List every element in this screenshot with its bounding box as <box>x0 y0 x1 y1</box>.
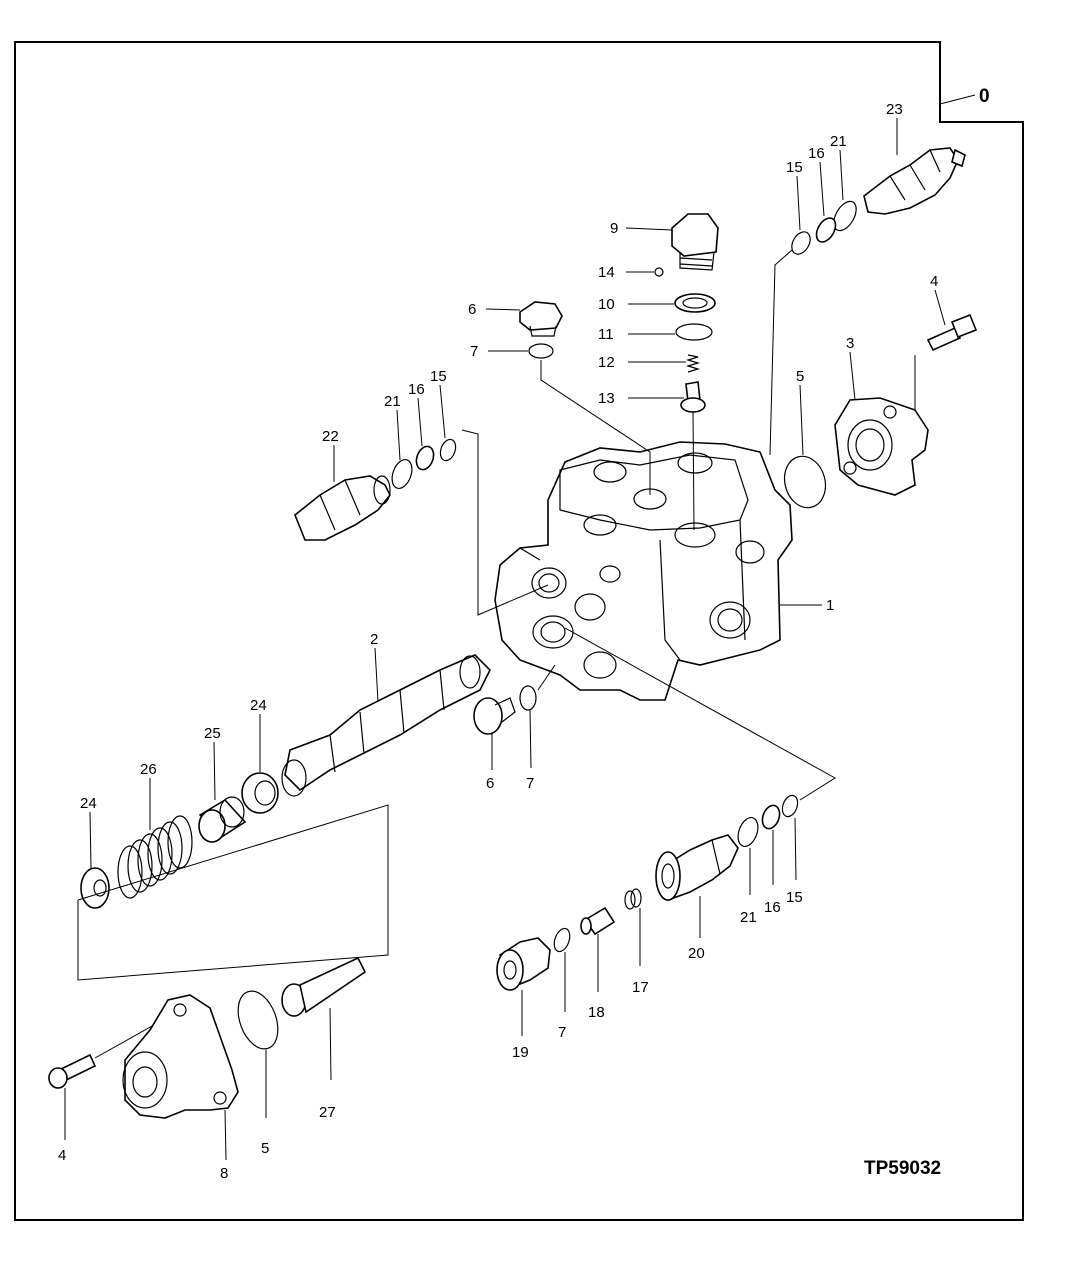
callout-16-top: 16 <box>808 145 825 162</box>
o-ring-11 <box>675 323 713 341</box>
callout-2: 2 <box>370 631 378 648</box>
backup-ring-16-lower <box>761 804 781 830</box>
bolt-27 <box>281 956 367 1017</box>
end-cap-8 <box>122 994 239 1119</box>
poppet-13 <box>680 381 706 413</box>
o-ring-5-bottom <box>237 990 279 1050</box>
callout-6-top: 6 <box>468 301 476 318</box>
sleeve-25 <box>198 796 247 843</box>
callout-4-top: 4 <box>930 273 938 290</box>
callout-7-bottom: 7 <box>558 1024 566 1041</box>
callout-18: 18 <box>588 1004 605 1021</box>
cap-screw-bottom <box>48 1053 97 1089</box>
spool <box>281 654 491 797</box>
callout-27: 27 <box>319 1104 336 1121</box>
o-ring-7-top <box>528 343 554 359</box>
o-ring-21-lower <box>737 816 759 848</box>
spring-seat-24-left <box>80 867 110 909</box>
plug-6-lower <box>473 697 516 735</box>
callout-8: 8 <box>220 1165 228 1182</box>
relief-valve-22 <box>294 475 391 541</box>
callout-4-bottom: 4 <box>58 1147 66 1164</box>
page-number: 0 <box>979 86 990 107</box>
callout-5-bottom: 5 <box>261 1140 269 1157</box>
backup-ring-16-left <box>415 445 435 471</box>
callout-22: 22 <box>322 428 339 445</box>
callout-25: 25 <box>204 725 221 742</box>
callout-7-lower: 7 <box>526 775 534 792</box>
o-ring-7-bottom <box>553 927 571 953</box>
plug-9 <box>671 213 719 271</box>
callout-24-left: 24 <box>80 795 97 812</box>
spring-12 <box>685 354 701 373</box>
callout-21-lower: 21 <box>740 909 757 926</box>
spring-seat-24-right <box>241 772 279 814</box>
spring-17 <box>624 888 642 910</box>
poppet-18 <box>580 906 616 936</box>
seal-10 <box>674 293 716 313</box>
o-ring-21-top <box>833 200 857 232</box>
diagram-frame <box>14 41 1024 1221</box>
callout-16-lower: 16 <box>764 899 781 916</box>
callout-7-top: 7 <box>470 343 478 360</box>
ball-14 <box>654 267 664 277</box>
callout-24-right: 24 <box>250 697 267 714</box>
callout-9: 9 <box>610 220 618 237</box>
callout-13: 13 <box>598 390 615 407</box>
o-ring-15-lower <box>781 794 799 818</box>
callout-19: 19 <box>512 1044 529 1061</box>
callout-5-top: 5 <box>796 368 804 385</box>
callout-6-lower: 6 <box>486 775 494 792</box>
backup-ring-16-top <box>815 217 837 243</box>
callout-20: 20 <box>688 945 705 962</box>
callout-15-top: 15 <box>786 159 803 176</box>
drawing-reference: TP59032 <box>864 1158 941 1179</box>
plug-19 <box>496 937 551 991</box>
o-ring-7-lower <box>519 685 537 711</box>
relief-valve-23 <box>863 147 966 215</box>
valve-body <box>494 441 793 701</box>
callout-17: 17 <box>632 979 649 996</box>
callout-23: 23 <box>886 101 903 118</box>
callout-15-left: 15 <box>430 368 447 385</box>
o-ring-5-top <box>783 455 827 509</box>
callout-21-left: 21 <box>384 393 401 410</box>
callout-11: 11 <box>598 326 614 343</box>
callout-15-lower: 15 <box>786 889 803 906</box>
callout-26: 26 <box>140 761 157 778</box>
callout-10: 10 <box>598 296 615 313</box>
spring-26 <box>117 815 193 899</box>
callout-1: 1 <box>826 597 834 614</box>
callout-14: 14 <box>598 264 615 281</box>
callout-3: 3 <box>846 335 854 352</box>
o-ring-21-left <box>391 458 413 490</box>
callout-16-left: 16 <box>408 381 425 398</box>
o-ring-15-top <box>791 231 811 255</box>
callout-12: 12 <box>598 354 615 371</box>
o-ring-15-left <box>439 438 457 462</box>
relief-valve-20 <box>655 834 739 902</box>
plug-6-top <box>519 301 563 337</box>
cap-screw-top <box>926 313 978 352</box>
callout-21-top: 21 <box>830 133 847 150</box>
end-flange <box>834 397 929 496</box>
